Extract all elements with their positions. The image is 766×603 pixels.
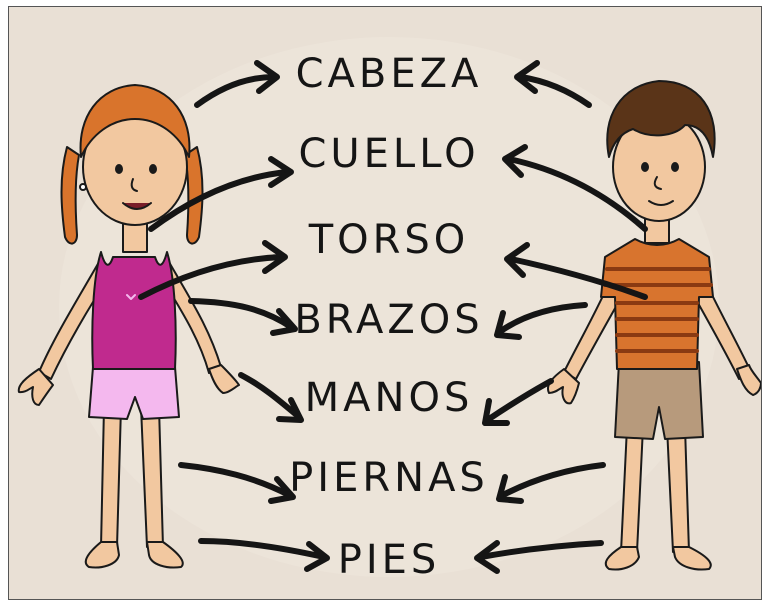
- label-torso: TORSO: [308, 217, 470, 263]
- shirt-stripes: [603, 267, 713, 353]
- arrow-left-cuello-head: [268, 156, 294, 188]
- label-pies: PIES: [337, 537, 441, 583]
- arrow-right-cuello-head: [502, 144, 528, 178]
- arrow-left-pies-head: [304, 541, 330, 572]
- arrow-left-cabeza-head: [254, 60, 280, 94]
- arrow-right-manos-head: [482, 398, 510, 426]
- arrow-left-cabeza: [194, 74, 277, 108]
- arrow-left-torso: [138, 254, 284, 300]
- boy-figure: [547, 80, 761, 571]
- arrow-left-piernas: [178, 462, 292, 498]
- arrow-right-torso-head: [504, 242, 530, 278]
- arrow-left-cuello: [148, 169, 290, 232]
- arrows: [138, 60, 648, 574]
- arrow-right-piernas: [500, 462, 606, 498]
- arrow-right-brazos-head: [494, 310, 522, 340]
- arrow-left-manos-head: [276, 397, 304, 423]
- arrow-left-manos: [238, 372, 302, 420]
- arrow-left-piernas-head: [268, 476, 296, 504]
- arrow-left-pies: [198, 538, 327, 560]
- label-brazos: BRAZOS: [294, 297, 484, 343]
- girl-figure: [17, 84, 240, 569]
- arrow-right-pies: [478, 540, 604, 560]
- label-cuello: CUELLO: [298, 131, 480, 177]
- arrow-right-pies-head: [474, 540, 500, 574]
- arrow-left-brazos: [188, 298, 294, 330]
- arrow-right-brazos: [498, 302, 588, 334]
- arrow-right-cuello: [506, 156, 648, 232]
- arrow-left-brazos-head: [270, 308, 298, 336]
- arrow-right-torso: [508, 256, 648, 300]
- label-cabeza: CABEZA: [295, 51, 483, 97]
- arrow-right-manos: [486, 378, 554, 422]
- arrow-right-cabeza-head: [514, 60, 540, 94]
- arrow-right-cabeza: [518, 74, 592, 108]
- arrow-left-torso-head: [262, 240, 288, 274]
- arrow-right-piernas-head: [496, 474, 524, 504]
- label-manos: MANOS: [304, 375, 474, 421]
- picture-frame: CABEZA CUELLO TORSO BRAZOS MANOS PIERNAS…: [8, 6, 762, 600]
- body-parts-illustration: [9, 7, 761, 599]
- label-piernas: PIERNAS: [289, 455, 489, 501]
